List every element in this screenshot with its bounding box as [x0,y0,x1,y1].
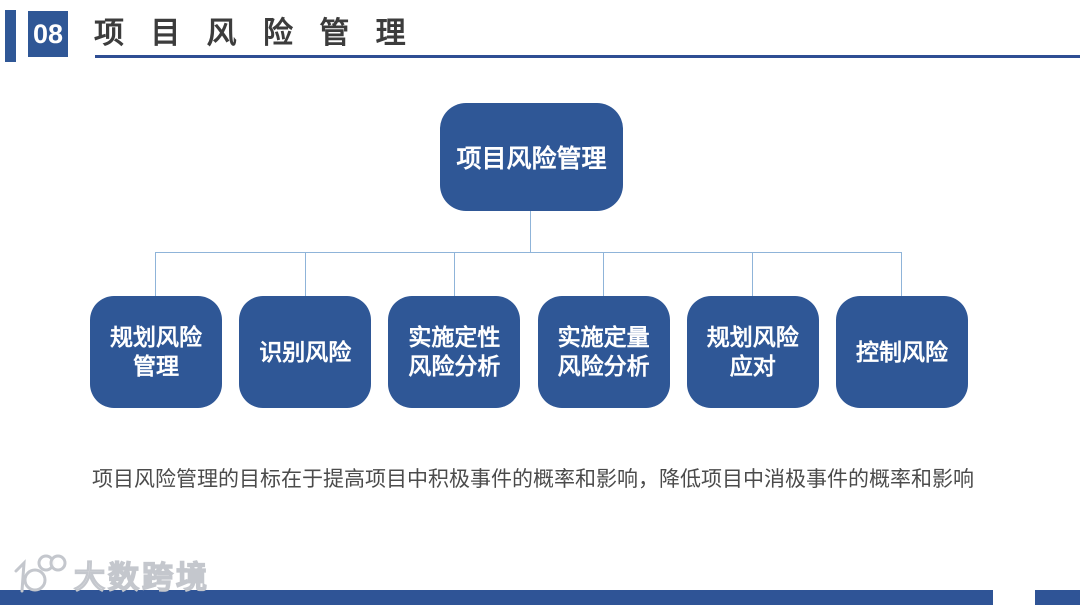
connector-drop-1 [155,253,156,296]
diagram-root-node: 项目风险管理 [440,103,623,211]
connector-drop-2 [305,253,306,296]
section-number: 08 [32,18,64,49]
connector-root-drop [530,211,531,252]
node-plan-risk-management: 规划风险 管理 [90,296,222,408]
node-identify-risk: 识别风险 [239,296,372,408]
bottom-bar-right-segment [1035,590,1080,605]
page-title: 项 目 风 险 管 理 [94,17,415,50]
node-plan-risk-response: 规划风险 应对 [686,296,819,408]
watermark-100-logo-icon [14,554,67,593]
connector-drop-3 [454,253,455,296]
connector-horizontal [155,252,902,253]
node-quantitative-risk-analysis: 实施定量 风险分析 [537,296,670,408]
bottom-bar [0,590,993,605]
node-qualitative-risk-analysis: 实施定性 风险分析 [388,296,521,408]
diagram-children-row: 规划风险 管理 识别风险 实施定性 风险分析 实施定量 风险分析 规划风险 应对… [90,296,968,408]
connector-drop-5 [752,253,753,296]
watermark: 大数跨境 [8,549,210,599]
connector-drop-4 [603,253,604,296]
section-number-badge: 08 [28,11,68,57]
connector-drop-6 [901,253,902,296]
title-underline [95,55,1080,58]
node-control-risk: 控制风险 [835,296,968,408]
description-text: 项目风险管理的目标在于提高项目中积极事件的概率和影响，降低项目中消极事件的概率和… [92,468,974,491]
watermark-text: 大数跨境 [73,559,210,595]
header-accent-bar [5,10,16,62]
